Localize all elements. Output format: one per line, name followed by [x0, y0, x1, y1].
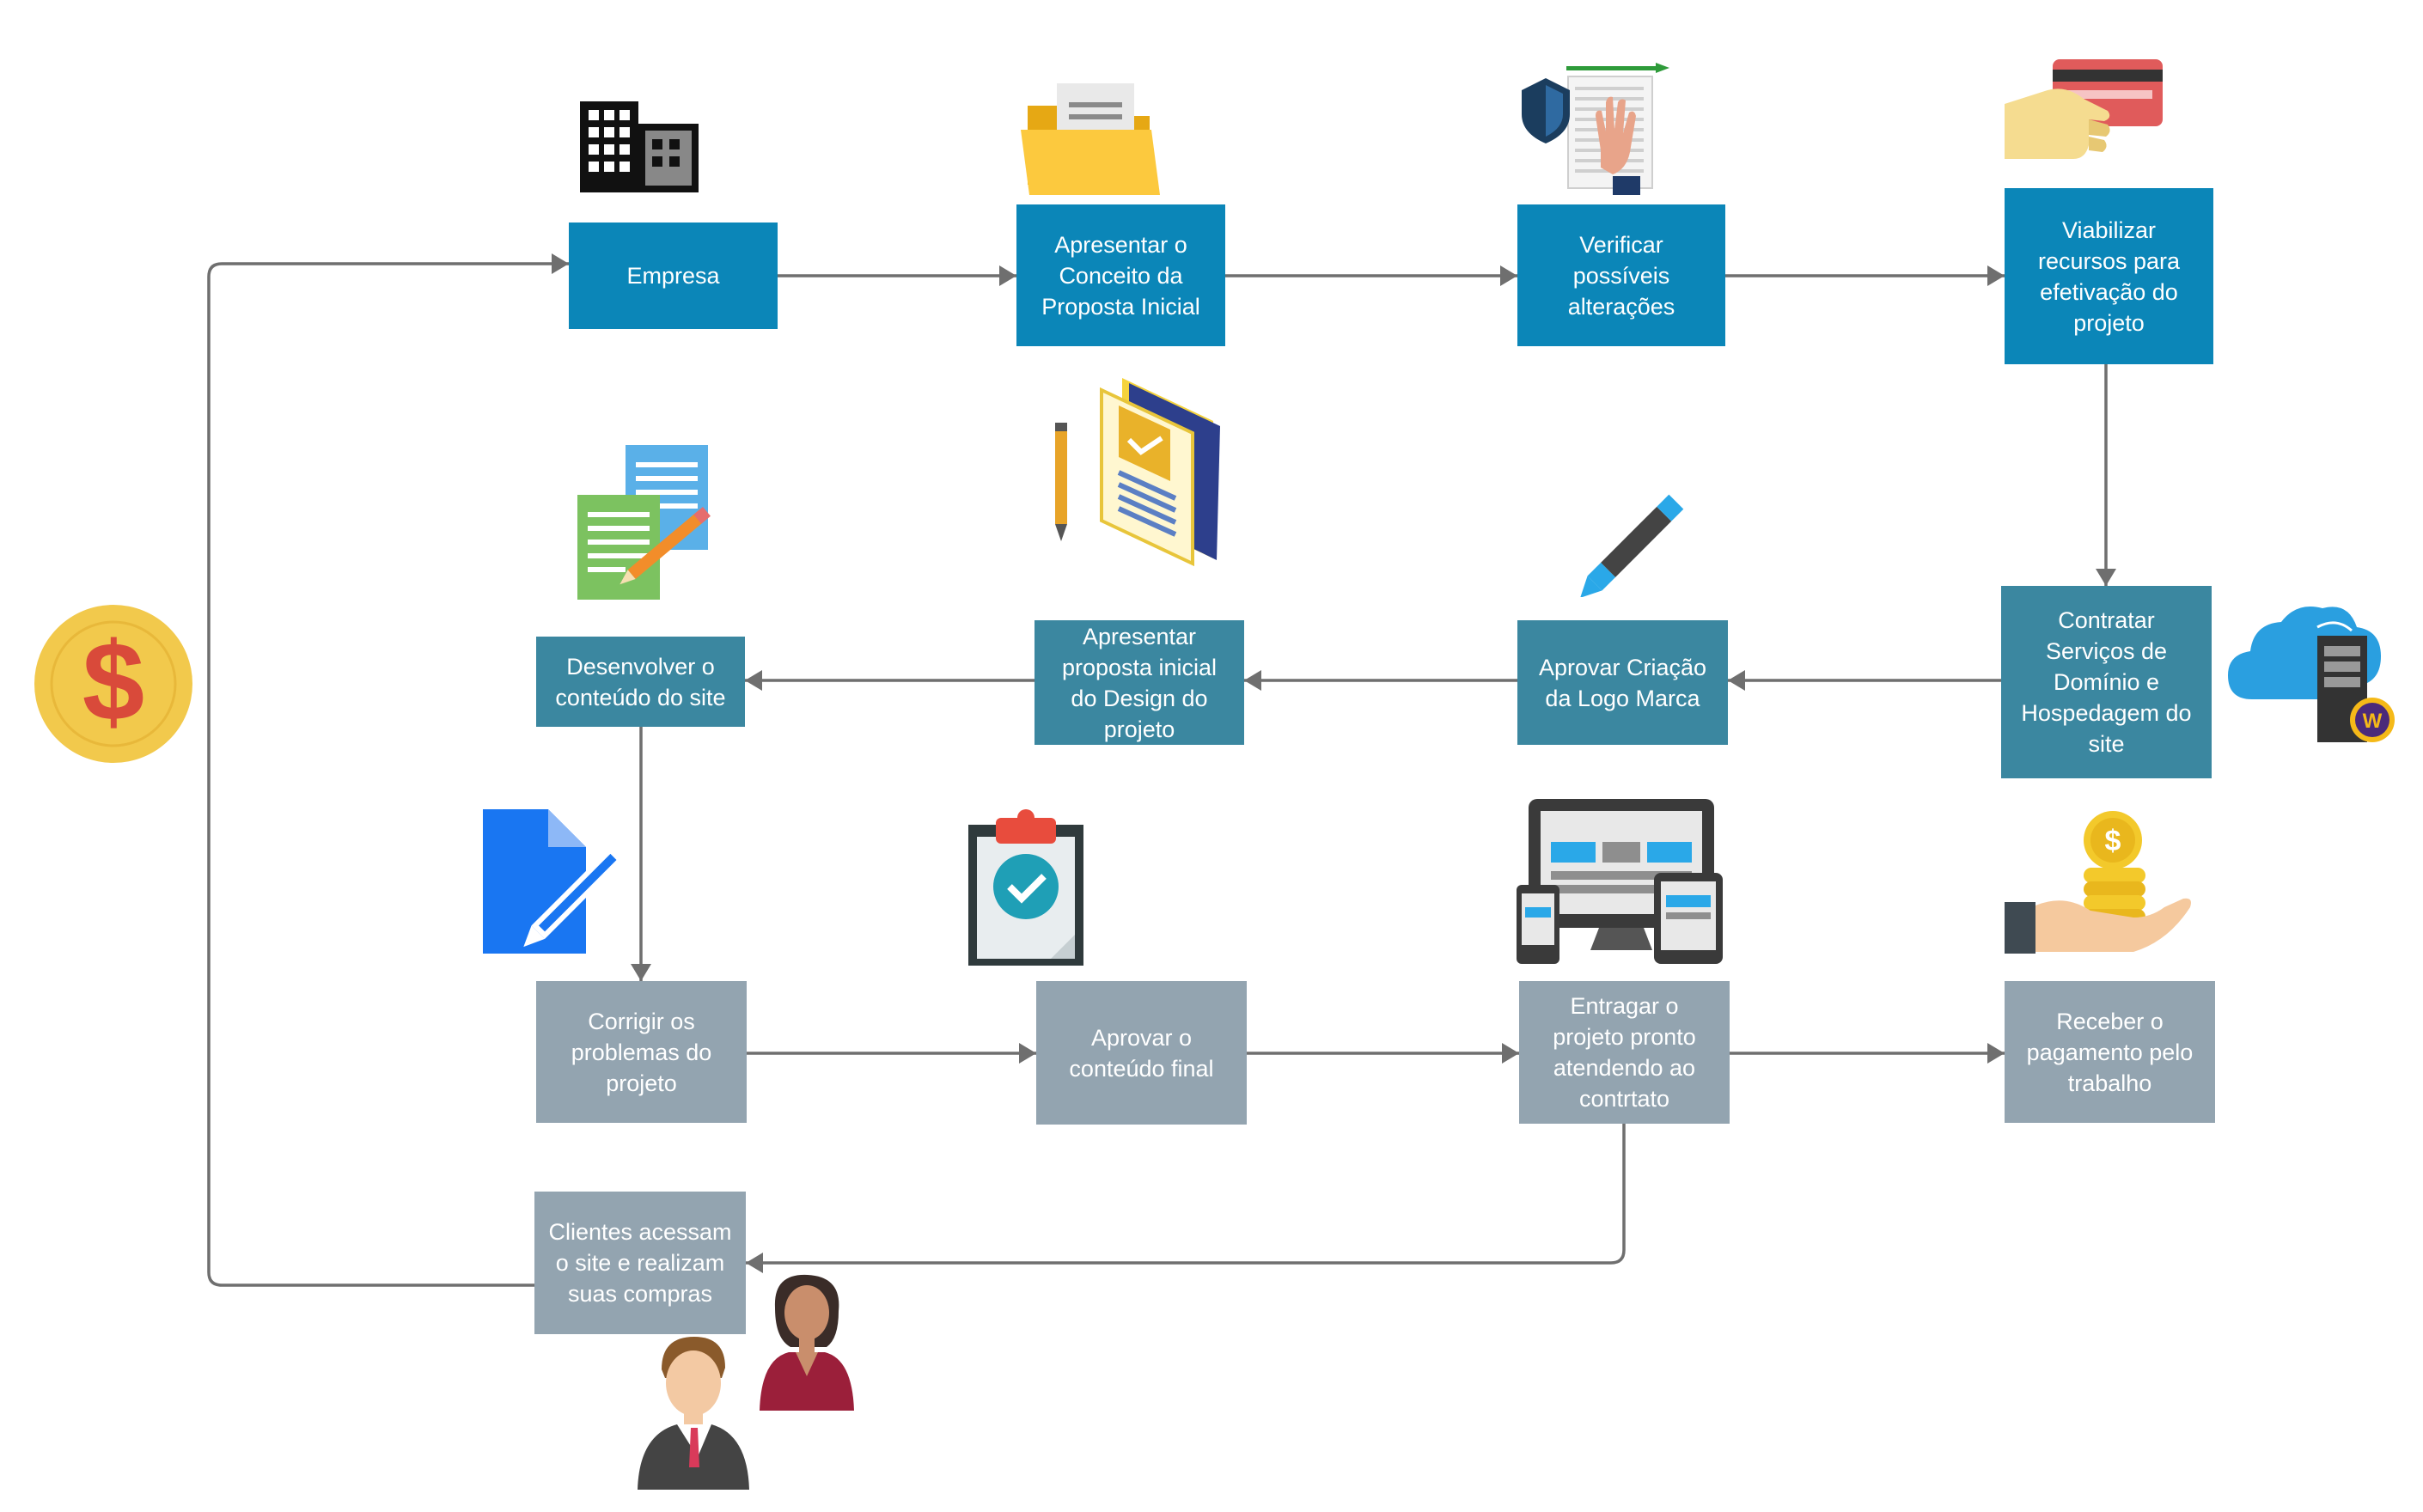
arrowhead	[1502, 1043, 1519, 1064]
step-corrigir-problemas: Corrigir os problemas do projeto	[536, 981, 747, 1123]
pencil-icon	[1580, 494, 1684, 597]
connector-entregar-to-clientes	[746, 1124, 1626, 1265]
arrowhead	[1728, 670, 1745, 691]
connector-clientes-to-empresa	[207, 262, 569, 1287]
arrowhead	[552, 253, 569, 274]
step-aprovar-conteudo: Aprovar o conteúdo final	[1036, 981, 1247, 1125]
file-edit-icon	[483, 809, 624, 954]
step-desenvolver-conteudo: Desenvolver o conteúdo do site	[536, 637, 745, 727]
svg-text:W: W	[2363, 710, 2383, 733]
step-apresentar-conceito: Apresentar o Conceito da Proposta Inicia…	[1016, 204, 1225, 346]
arrowhead	[631, 964, 651, 981]
arrowhead	[2096, 569, 2116, 586]
step-aprovar-logo: Aprovar Criação da Logo Marca	[1517, 620, 1728, 745]
svg-text:$: $	[82, 619, 144, 744]
arrowhead	[745, 670, 762, 691]
building-icon	[580, 101, 699, 192]
customers-icon	[638, 1274, 854, 1490]
step-entregar-projeto: Entragar o projeto pronto atendendo ao c…	[1519, 981, 1730, 1124]
step-viabilizar-recursos: Viabilizar recursos para efetivação do p…	[2005, 188, 2213, 364]
step-receber-pagamento: Receber o pagamento pelo trabalho	[2005, 981, 2215, 1123]
svg-text:$: $	[2105, 825, 2121, 857]
dollar-coin-icon: $	[34, 605, 192, 763]
arrowhead	[999, 265, 1016, 286]
clipboard-check-icon	[968, 809, 1083, 966]
documents-edit-icon	[577, 445, 711, 600]
step-apresentar-design: Apresentar proposta inicial do Design do…	[1035, 620, 1244, 745]
devices-icon	[1517, 799, 1723, 964]
arrowhead	[1019, 1043, 1036, 1064]
coins-hand-icon: $	[2005, 811, 2191, 954]
arrowhead	[1987, 265, 2005, 286]
step-verificar-alteracoes: Verificar possíveis alterações	[1517, 204, 1725, 346]
cloud-server-icon: W	[2228, 607, 2395, 742]
arrowhead	[1987, 1043, 2005, 1064]
step-contratar-servicos: Contratar Serviços de Domínio e Hospedag…	[2001, 586, 2212, 778]
customer-woman	[760, 1274, 854, 1411]
step-clientes-acessam: Clientes acessam o site e realizam suas …	[534, 1192, 746, 1334]
book-document-icon	[1055, 378, 1220, 567]
step-empresa: Empresa	[569, 223, 778, 329]
arrowhead	[1244, 670, 1261, 691]
document-shield-icon	[1522, 63, 1669, 195]
credit-card-hand-icon	[2005, 59, 2163, 159]
arrowhead	[1500, 265, 1517, 286]
folder-icon	[1021, 83, 1160, 195]
customer-man	[638, 1337, 749, 1490]
arrowhead	[746, 1253, 763, 1273]
